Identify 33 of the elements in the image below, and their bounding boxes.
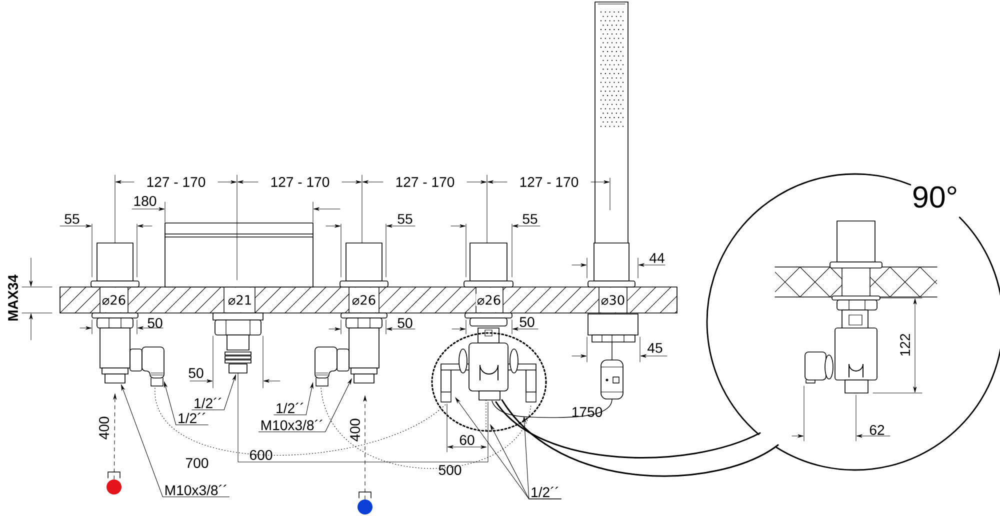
dimension-label: 50 bbox=[520, 317, 534, 327]
dimension-label: 600 bbox=[250, 450, 272, 460]
dimension-label: 50 bbox=[398, 318, 412, 328]
supply-dot bbox=[358, 500, 372, 514]
dimension-label: 55 bbox=[522, 214, 538, 224]
dimension-label: 60 bbox=[460, 435, 474, 445]
dimension-label: 50 bbox=[148, 318, 162, 328]
dimension-label: 127 - 170 bbox=[147, 177, 206, 187]
dimension-label: 45 bbox=[648, 343, 662, 353]
dimension-label: 500 bbox=[438, 465, 462, 475]
dimension-label: 127 - 170 bbox=[520, 177, 578, 187]
dimension-label: 55 bbox=[398, 214, 412, 224]
edge-label: 400 bbox=[348, 417, 362, 443]
thread-size-label: M10x3/8´´ bbox=[166, 484, 226, 496]
thread-size-label: 1/2´´ bbox=[178, 412, 206, 424]
supply-dot bbox=[106, 480, 122, 494]
dimension-label: 62 bbox=[870, 425, 884, 435]
dimension-label: 1750 bbox=[572, 407, 602, 417]
thread-size-label: M10x3/8´´ bbox=[262, 420, 322, 430]
dimension-label: 127 - 170 bbox=[396, 177, 454, 187]
dimension-label: 122 bbox=[900, 334, 910, 356]
dimension-label: 180 bbox=[134, 196, 156, 206]
thread-size-label: 1/2´´ bbox=[194, 398, 222, 408]
dimension-label: 55 bbox=[64, 214, 80, 224]
dimension-label: 127 - 170 bbox=[271, 177, 330, 187]
dimension-label: MAX34 bbox=[8, 274, 18, 320]
dimension-label: 44 bbox=[650, 253, 664, 263]
dimension-label: 50 bbox=[188, 368, 204, 378]
edge-label: 400 bbox=[98, 415, 110, 441]
dimension-label: 700 bbox=[186, 458, 208, 468]
thread-size-label: 1/2´´ bbox=[276, 402, 304, 414]
thread-size-label: 1/2´´ bbox=[532, 486, 558, 498]
dimension-label: 90° bbox=[913, 186, 956, 208]
